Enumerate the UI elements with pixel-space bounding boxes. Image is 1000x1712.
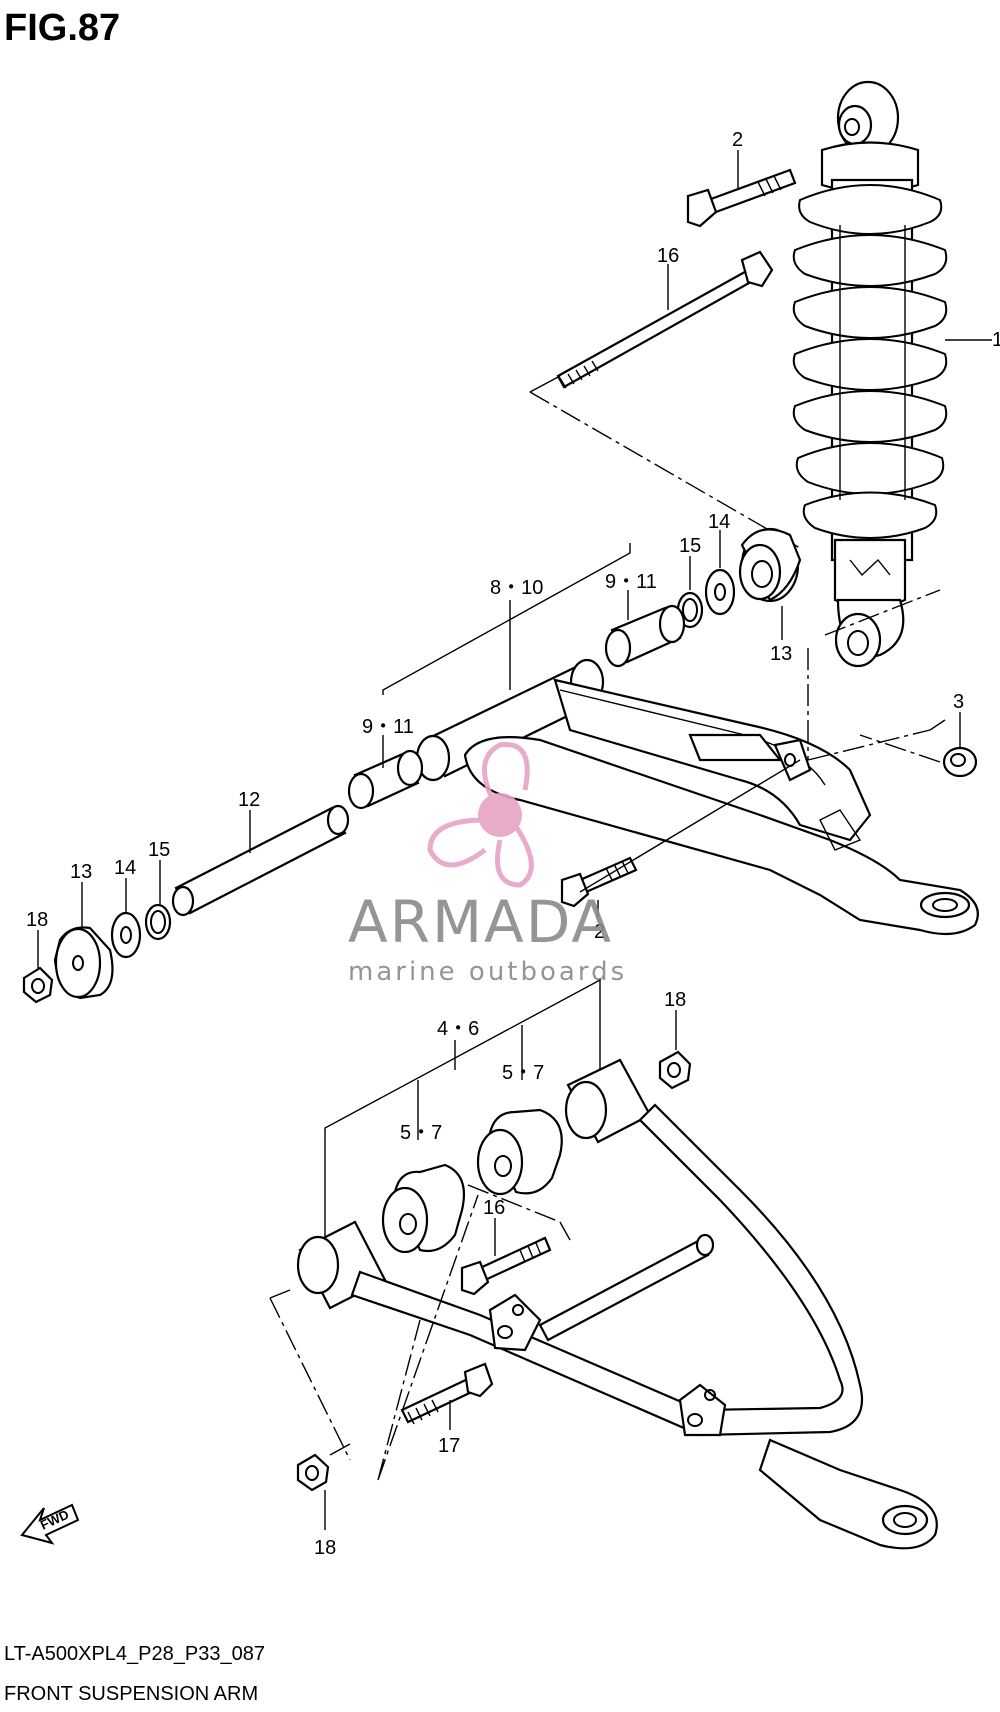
bushing-9-11-upper[interactable] xyxy=(604,604,686,668)
bushing-9-11-lower[interactable] xyxy=(347,749,424,810)
spacer-13-lower[interactable] xyxy=(53,926,114,1000)
shock-absorber[interactable] xyxy=(792,80,992,668)
leader-4-6-bracket xyxy=(324,978,601,1240)
washer-14-upper[interactable] xyxy=(704,568,736,616)
leader-2-arm xyxy=(579,759,801,918)
assembly-line xyxy=(529,391,801,549)
callout-15-upper: 15 xyxy=(679,535,701,557)
callout-16-lower: 16 xyxy=(483,1197,505,1219)
bolt-2-top[interactable] xyxy=(686,168,797,228)
callout-16-upper: 16 xyxy=(657,245,679,267)
callout-18-upper-left: 18 xyxy=(26,909,48,931)
propeller-icon xyxy=(427,742,534,888)
callout-9-11-upper: 9・11 xyxy=(605,571,657,593)
callout-4-6: 4・6 xyxy=(437,1018,479,1040)
leader-4-6-sub xyxy=(417,1025,523,1140)
watermark-brand: ARMADA xyxy=(348,888,613,956)
assembly-line xyxy=(807,589,941,761)
callout-13-lower: 13 xyxy=(70,861,92,883)
callout-18-right: 18 xyxy=(664,989,686,1011)
callout-2-top: 2 xyxy=(732,129,743,151)
figure-caption: FRONT SUSPENSION ARM xyxy=(4,1683,258,1705)
callout-13-upper: 13 xyxy=(770,643,792,665)
callout-8-10: 8・10 xyxy=(490,577,543,599)
upper-suspension-arm[interactable] xyxy=(415,658,979,936)
callout-1: 1 xyxy=(992,329,1000,351)
callout-5-7-left: 5・7 xyxy=(400,1122,442,1144)
bushing-5-7-right[interactable] xyxy=(476,1108,563,1196)
watermark: ARMADA marine outboards xyxy=(348,742,627,987)
callout-18-bottom: 18 xyxy=(314,1537,336,1559)
nut-18-upper-left[interactable] xyxy=(22,966,54,1004)
bolt-17[interactable] xyxy=(400,1362,494,1425)
leader-8-10-bracket xyxy=(382,543,631,695)
callout-14-lower: 14 xyxy=(114,857,136,879)
lower-suspension-arm[interactable] xyxy=(296,1058,938,1550)
assembly-line xyxy=(859,734,941,763)
bolt-16-lower[interactable] xyxy=(460,1236,552,1296)
figure-title: FIG.87 xyxy=(4,7,120,49)
callout-2-arm: 2 xyxy=(594,921,605,943)
nut-3[interactable] xyxy=(942,746,978,778)
nut-18-bottom[interactable] xyxy=(296,1453,330,1492)
forward-arrow-icon: FWD xyxy=(20,1503,80,1545)
callout-5-7-right: 5・7 xyxy=(502,1062,544,1084)
callout-15-lower: 15 xyxy=(148,839,170,861)
pipe-12[interactable] xyxy=(171,804,350,917)
callout-17: 17 xyxy=(438,1435,460,1457)
ring-15-lower[interactable] xyxy=(144,903,172,941)
spacer-13-upper[interactable] xyxy=(738,527,802,603)
bushing-5-7-left[interactable] xyxy=(381,1163,466,1254)
callout-9-11-lower: 9・11 xyxy=(362,716,414,738)
washer-14-lower[interactable] xyxy=(110,911,142,959)
callout-14-upper: 14 xyxy=(708,511,730,533)
long-bolt-16-upper[interactable] xyxy=(556,250,774,389)
model-code: LT-A500XPL4_P28_P33_087 xyxy=(4,1643,265,1665)
watermark-tagline: marine outboards xyxy=(348,957,627,987)
nut-18-right[interactable] xyxy=(658,1050,692,1090)
assembly-line xyxy=(269,1184,561,1481)
callout-3: 3 xyxy=(953,691,964,713)
leader-18-bottom xyxy=(324,1443,351,1530)
callout-12: 12 xyxy=(238,789,260,811)
